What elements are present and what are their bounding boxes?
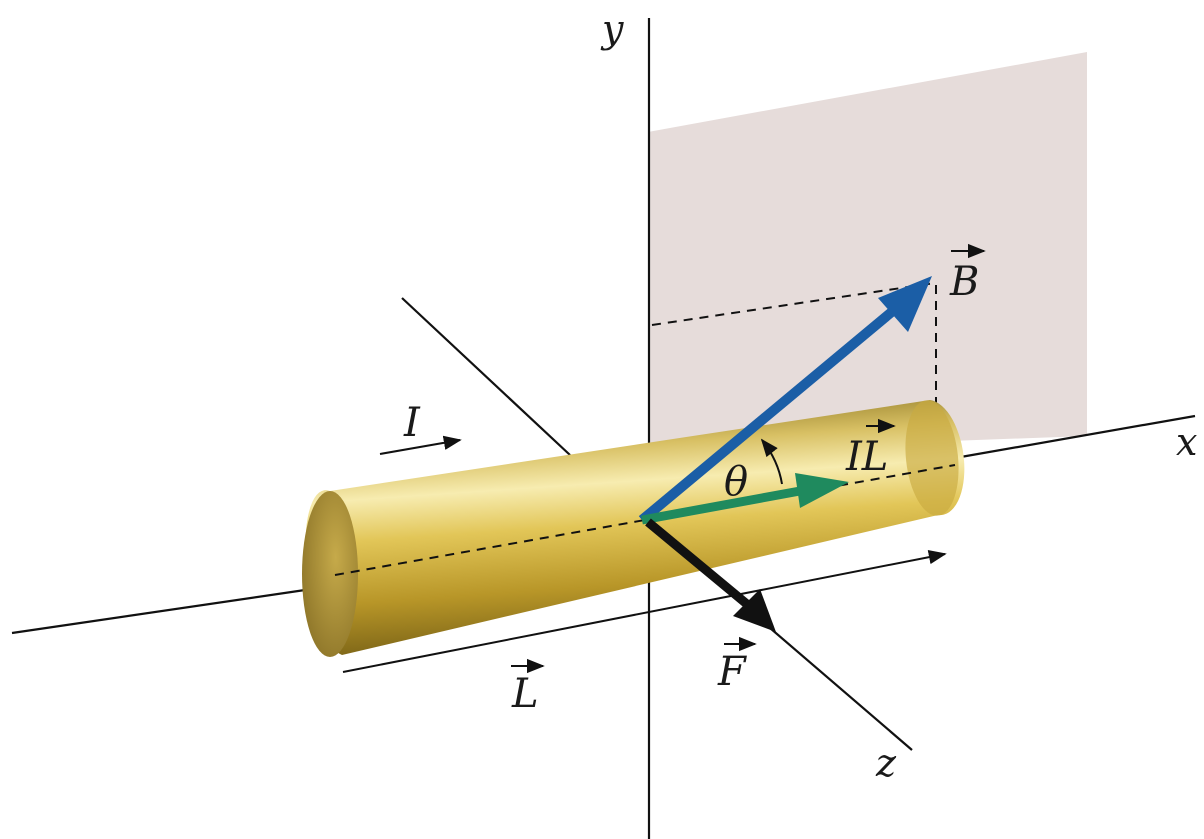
- b-vector-head: [878, 276, 932, 332]
- y-axis-label: y: [602, 7, 624, 51]
- x-axis-through-wire: [334, 464, 956, 576]
- b-vector-shaft: [638, 301, 904, 524]
- current-direction-arrow: [379, 435, 462, 455]
- length-dimension-line: [342, 550, 947, 673]
- x-axis-right: [954, 414, 1196, 460]
- wire-right-end: [905, 400, 959, 516]
- il-vector-shaft: [641, 486, 801, 525]
- xy-plane-shading: [648, 52, 1087, 452]
- angle-theta-label: θ: [724, 459, 749, 505]
- x-axis-left: [11, 588, 306, 635]
- il-vector-head: [795, 473, 849, 508]
- wire-left-cap: [302, 491, 358, 657]
- current-length-vector-label: IL: [846, 434, 889, 480]
- current-label: I: [404, 400, 420, 446]
- f-vector-shaft: [645, 518, 751, 609]
- z-axis-front: [769, 627, 913, 751]
- force-vector-label: F: [718, 649, 746, 695]
- z-axis-back: [401, 297, 571, 456]
- wire-cylinder: [305, 400, 965, 655]
- f-vector-head: [733, 589, 776, 632]
- z-axis-label: z: [876, 741, 897, 785]
- field-vector-label: B: [950, 259, 980, 305]
- theta-arc: [760, 438, 783, 485]
- x-axis-label: x: [1176, 420, 1198, 464]
- length-vector-label: L: [512, 671, 539, 717]
